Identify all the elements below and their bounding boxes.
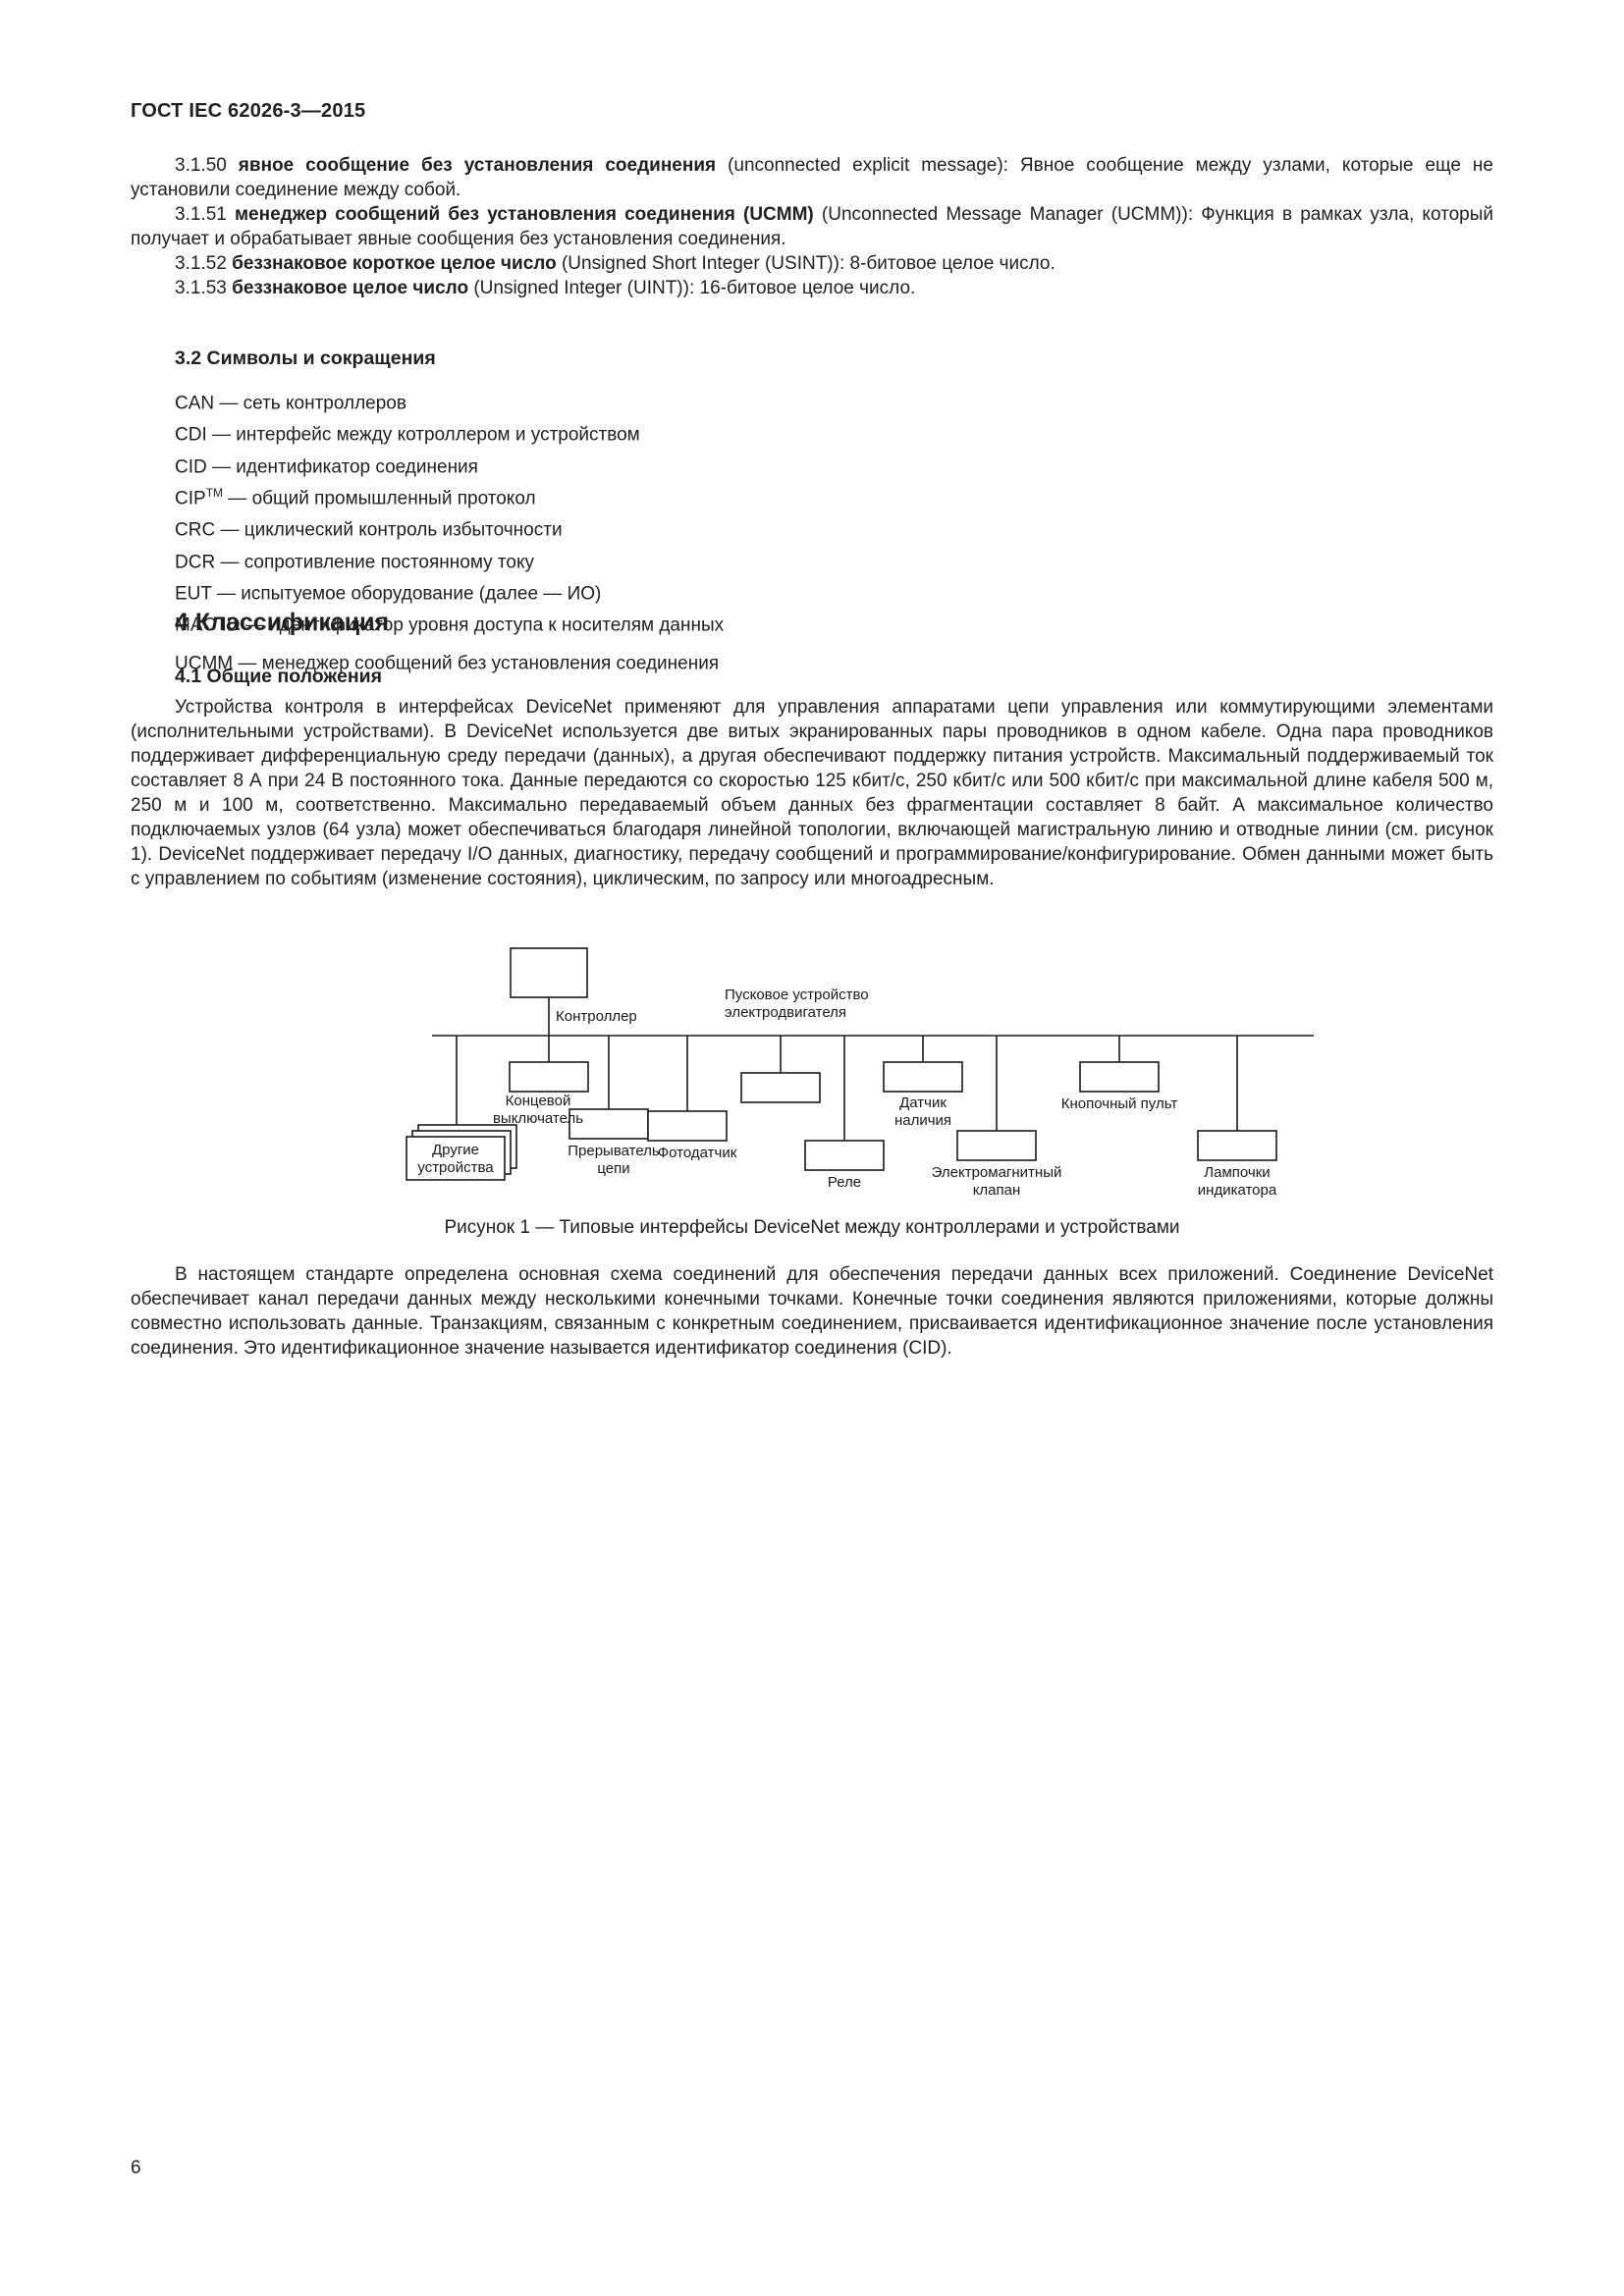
circuit-breaker-label-line2: цепи — [597, 1160, 629, 1177]
controller-box — [510, 947, 588, 998]
solenoid-valve-label-line1: Электромагнитный — [932, 1164, 1062, 1181]
other-devices-box-front — [406, 1136, 506, 1181]
figure-caption: Рисунок 1 — Типовые интерфейсы DeviceNet… — [444, 1217, 1180, 1238]
photo-sensor-label: Фотодатчик — [658, 1145, 737, 1161]
abbr-text: CRC — циклический контроль избыточности — [175, 519, 563, 541]
abbreviation-eut: EUT — испытуемое оборудование (далее — И… — [175, 575, 1538, 607]
definition-number: 3.1.51 — [175, 204, 235, 225]
controller-label: Контроллер — [556, 1008, 637, 1025]
abbr-text: DCR — сопротивление постоянному току — [175, 551, 534, 572]
figure-1: Контроллер Пусковое устройство электродв… — [131, 942, 1493, 1202]
motor-starter-label-line1: Пусковое устройство — [725, 987, 869, 1003]
abbreviation-cid: CID — идентификатор соединения — [175, 449, 1538, 480]
abbreviation-crc: CRC — циклический контроль избыточности — [175, 511, 1538, 543]
abbreviation-dcr: DCR — сопротивление постоянному току — [175, 544, 1538, 575]
limit-switch-label-line2: выключатель — [493, 1110, 583, 1127]
abbreviation-mac-id: MAC ID — идентификатор уровня доступа к … — [175, 607, 1538, 638]
definition-text: (unconnected explicit message): Явное со… — [131, 155, 1493, 200]
circuit-breaker-label-line1: Прерыватель — [568, 1143, 660, 1159]
heading-general-provisions: 4.1 Общие положения — [175, 666, 382, 687]
definition-text: (Unsigned Integer (UINT)): 16-битовое це… — [468, 278, 916, 298]
motor-starter-box — [740, 1072, 821, 1103]
definition-number: 3.1.50 — [175, 155, 239, 176]
definition-3-1-53: 3.1.53 беззнаковое целое число (Unsigned… — [131, 276, 1493, 300]
definition-3-1-52: 3.1.52 беззнаковое короткое целое число … — [131, 251, 1493, 276]
abbr-text: EUT — испытуемое оборудование (далее — И… — [175, 583, 602, 605]
presence-sensor-label-line2: наличия — [894, 1112, 951, 1129]
limit-switch-label-line1: Концевой — [506, 1093, 571, 1109]
indicator-lamps-box — [1197, 1130, 1277, 1161]
motor-starter-label-line2: электродвигателя — [725, 1004, 846, 1021]
abbreviation-cdi: CDI — интерфейс между котроллером и устр… — [175, 416, 1538, 448]
presence-sensor-box — [883, 1061, 963, 1093]
heading-classification: 4 Классификация — [175, 609, 390, 636]
push-button-label: Кнопочный пульт — [1061, 1095, 1178, 1112]
abbr-text: CAN — сеть контроллеров — [175, 393, 406, 414]
definition-term: беззнаковое целое число — [232, 278, 469, 298]
definition-text: (Unsigned Short Integer (USINT)): 8-бито… — [556, 253, 1056, 274]
abbreviation-cip: CIPTM — общий промышленный протокол — [175, 480, 1538, 511]
abbr-text: — общий промышленный протокол — [223, 488, 536, 509]
other-devices-label-line1: Другие — [432, 1142, 479, 1158]
solenoid-valve-label-line2: клапан — [973, 1182, 1021, 1199]
abbr-text: MAC ID — идентификатор уровня доступа к … — [175, 614, 725, 636]
abbreviation-ucmm: UCMM — менеджер сообщений без установлен… — [175, 645, 1538, 676]
abbreviation-can: CAN — сеть контроллеров — [175, 385, 1538, 416]
definition-text: (Unconnected Message Manager (UCMM)): Фу… — [131, 204, 1493, 249]
abbr-sup: TM — [205, 485, 224, 500]
devicenet-diagram: Контроллер Пусковое устройство электродв… — [406, 947, 1314, 1199]
limit-switch-box — [509, 1061, 589, 1093]
abbr-text: CID — идентификатор соединения — [175, 455, 478, 477]
paragraph-general: Устройства контроля в интерфейсах Device… — [131, 697, 1493, 889]
abbreviations-list: CAN — сеть контроллеров CDI — интерфейс … — [131, 385, 1538, 676]
definition-3-1-50: 3.1.50 явное сообщение без установления … — [131, 153, 1493, 202]
solenoid-valve-box — [956, 1130, 1037, 1161]
relay-box — [804, 1140, 885, 1171]
page-number: 6 — [131, 2158, 141, 2178]
photo-sensor-box — [647, 1110, 728, 1142]
push-button-box — [1079, 1061, 1160, 1093]
presence-sensor-label-line1: Датчик — [899, 1095, 947, 1111]
paragraph-closing: В настоящем стандарте определена основна… — [131, 1264, 1493, 1359]
doc-header: ГОСТ IEC 62026-3—2015 — [131, 100, 366, 122]
other-devices-label-line2: устройства — [417, 1159, 494, 1176]
definition-term: явное сообщение без установления соедине… — [238, 155, 717, 176]
relay-label: Реле — [828, 1174, 861, 1191]
heading-symbols-abbreviations: 3.2 Символы и сокращения — [175, 347, 436, 369]
definitions-block: 3.1.50 явное сообщение без установления … — [131, 153, 1493, 300]
abbr-text: CDI — интерфейс между котроллером и устр… — [175, 424, 640, 446]
definition-number: 3.1.53 — [175, 278, 233, 298]
indicator-lamps-label-line2: индикатора — [1198, 1182, 1277, 1199]
definition-number: 3.1.52 — [175, 253, 233, 274]
definition-term: менеджер сообщений без установления соед… — [234, 204, 814, 225]
abbr-text: CIP — [175, 488, 206, 509]
indicator-lamps-label-line1: Лампочки — [1204, 1164, 1270, 1181]
definition-term: беззнаковое короткое целое число — [232, 253, 557, 274]
definition-3-1-51: 3.1.51 менеджер сообщений без установлен… — [131, 202, 1493, 251]
abbr-text: UCMM — менеджер сообщений без установлен… — [175, 652, 720, 673]
